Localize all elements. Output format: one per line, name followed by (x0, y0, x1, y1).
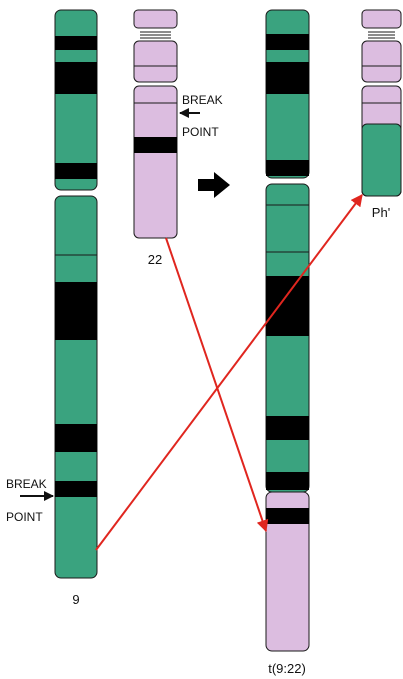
right-arrow-icon (198, 172, 230, 198)
translocation-arrow-22-to-t922 (165, 237, 269, 533)
breakpoint-22-label-line2: POINT (182, 125, 219, 139)
chromosome-9 (54, 9, 98, 579)
chromosome-9-label: 9 (72, 592, 79, 607)
chromosome-22 (133, 9, 178, 239)
translocation-arrow-9-to-ph (95, 194, 363, 551)
chromosome-22-label: 22 (148, 252, 162, 267)
chromosome-t-9-22 (265, 9, 310, 652)
chromosome-ph (361, 9, 402, 197)
chromosome-t-9-22-label: t(9:22) (268, 661, 306, 676)
chromosome-ph-label: Ph' (372, 205, 390, 220)
breakpoint-9-label-line2: POINT (6, 510, 43, 524)
breakpoint-9-label-line1: BREAK (6, 477, 47, 491)
breakpoint-22-label-line1: BREAK (182, 93, 223, 107)
